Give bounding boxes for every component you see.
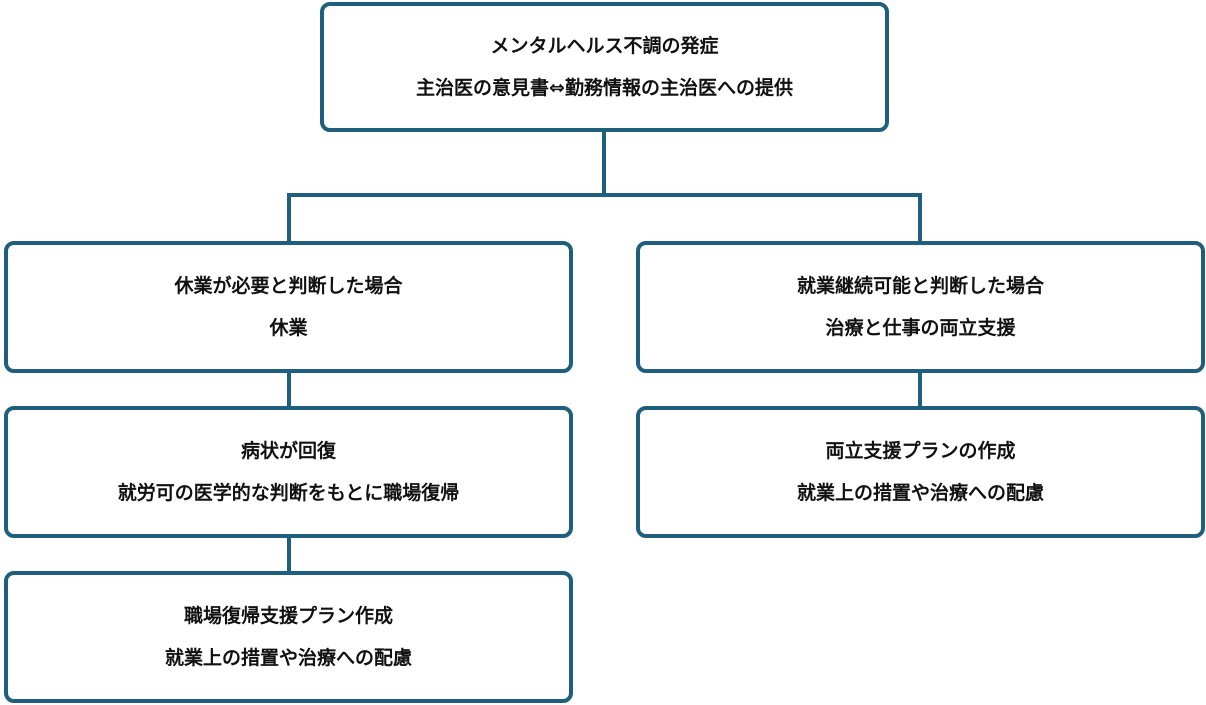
node-balance-plan-detail: 就業上の措置や治療への配慮 xyxy=(796,481,1044,504)
node-recovery: 病状が回復 就労可の医学的な判断をもとに職場復帰 xyxy=(4,406,573,538)
node-balance-plan-title: 両立支援プランの作成 xyxy=(825,439,1016,462)
node-onset-detail: 主治医の意見書⇔勤務情報の主治医への提供 xyxy=(416,76,793,99)
node-return-plan: 職場復帰支援プラン作成 就業上の措置や治療への配慮 xyxy=(4,571,573,703)
node-return-plan-title: 職場復帰支援プラン作成 xyxy=(183,604,393,627)
node-continue-work-title: 就業継続可能と判断した場合 xyxy=(796,274,1044,297)
node-leave-required-title: 休業が必要と判断した場合 xyxy=(174,274,403,297)
node-recovery-detail: 就労可の医学的な判断をもとに職場復帰 xyxy=(117,481,460,504)
node-continue-work-detail: 治療と仕事の両立支援 xyxy=(825,316,1016,339)
node-balance-plan: 両立支援プランの作成 就業上の措置や治療への配慮 xyxy=(636,406,1205,538)
node-leave-required: 休業が必要と判断した場合 休業 xyxy=(4,241,573,373)
node-onset-title: メンタルヘルス不調の発症 xyxy=(490,34,719,57)
node-onset: メンタルヘルス不調の発症 主治医の意見書⇔勤務情報の主治医への提供 xyxy=(320,2,889,132)
node-continue-work: 就業継続可能と判断した場合 治療と仕事の両立支援 xyxy=(636,241,1205,373)
node-recovery-title: 病状が回復 xyxy=(240,439,336,462)
node-leave-required-detail: 休業 xyxy=(269,316,308,339)
node-return-plan-detail: 就業上の措置や治療への配慮 xyxy=(164,646,412,669)
